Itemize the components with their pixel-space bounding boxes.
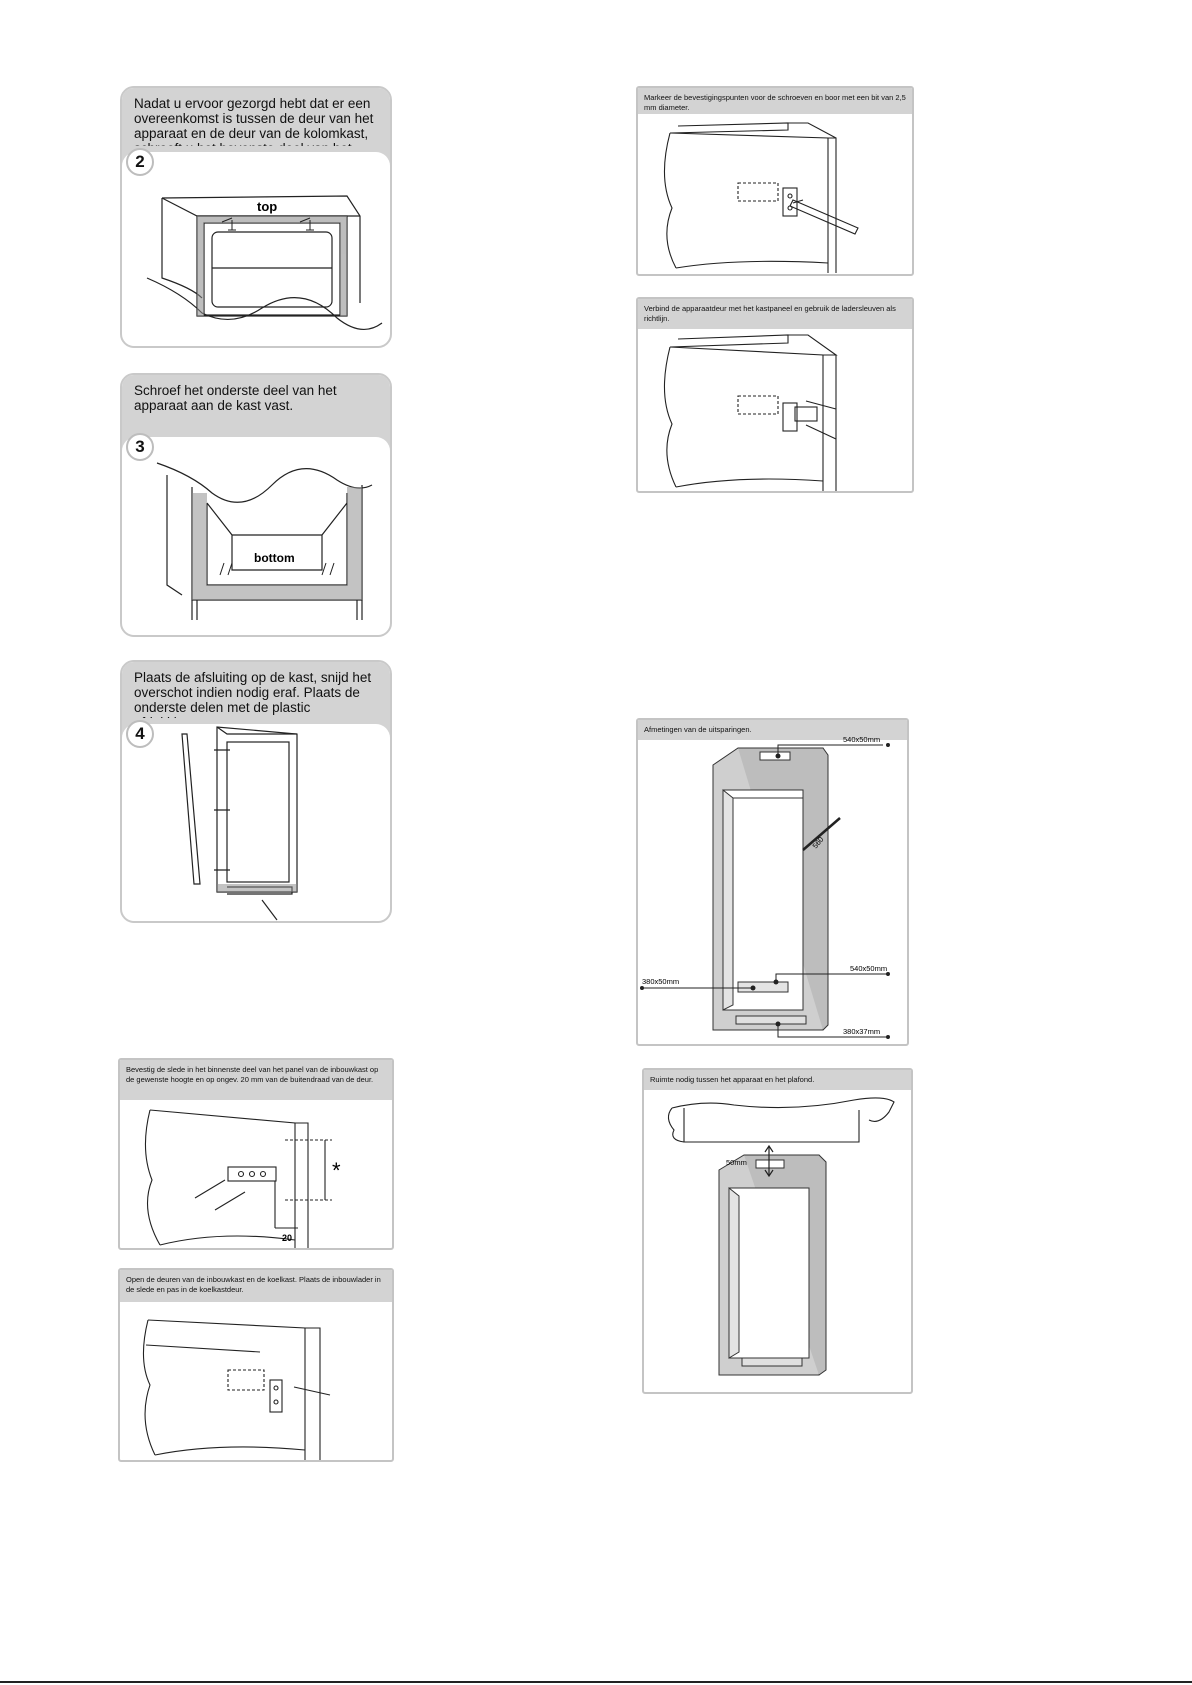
step-4-panel: Plaats de afsluiting op de kast, snijd h…: [120, 660, 392, 923]
mark-illustration: [663, 122, 859, 273]
slide-distance-label: 20: [282, 1233, 292, 1243]
slide-height-star: *: [332, 1158, 341, 1183]
recess-dim-mid: 540x50mm: [850, 964, 887, 973]
open-door-illustration: [142, 1319, 331, 1460]
step-3-panel: Schroef het onderste deel van het appara…: [120, 373, 392, 637]
step-3-caption: Schroef het onderste deel van het appara…: [122, 375, 390, 433]
recess-caption: Afmetingen van de uitsparingen.: [638, 720, 907, 740]
connect-panel: Verbind de apparaatdeur met het kastpane…: [636, 297, 914, 493]
ceiling-gap-label: 50mm: [726, 1158, 747, 1167]
step-2-illustration: top: [146, 195, 383, 330]
ceiling-panel: Ruimte nodig tussen het apparaat en het …: [642, 1068, 913, 1394]
connect-caption: Verbind de apparaatdeur met het kastpane…: [638, 299, 912, 329]
step-2-panel: Nadat u ervoor gezorgd hebt dat er een o…: [120, 86, 392, 348]
recess-panel: Afmetingen van de uitsparingen. 540x50mm: [636, 718, 909, 1046]
slide-panel: Bevestig de slede in het binnenste deel …: [118, 1058, 394, 1250]
mark-panel: Markeer de bevestigingspunten voor de sc…: [636, 86, 914, 276]
recess-illustration: 540x50mm 560 540x50mm 380x50mm 380x37mm: [640, 735, 890, 1039]
step-3-bottom-label: bottom: [254, 551, 295, 565]
step-4-caption: Plaats de afsluiting op de kast, snijd h…: [122, 662, 390, 730]
mark-caption: Markeer de bevestigingspunten voor de sc…: [638, 88, 912, 114]
step-4-illustration: [181, 726, 298, 921]
step-3-badge: 3: [126, 433, 154, 461]
recess-dim-top: 540x50mm: [843, 735, 880, 744]
recess-dim-bottom: 380x37mm: [843, 1027, 880, 1036]
step-2-badge: 2: [126, 148, 154, 176]
step-2-top-label: top: [257, 199, 277, 214]
recess-dim-left: 380x50mm: [642, 977, 679, 986]
ceiling-caption: Ruimte nodig tussen het apparaat en het …: [644, 1070, 911, 1090]
open-door-panel: Open de deuren van de inbouwkast en de k…: [118, 1268, 394, 1462]
slide-caption: Bevestig de slede in het binnenste deel …: [120, 1060, 392, 1100]
connect-illustration: [663, 334, 838, 491]
ceiling-illustration: 50mm: [667, 1097, 895, 1376]
slide-illustration: * 20: [144, 1109, 341, 1248]
page-footer-rule: [0, 1681, 1192, 1683]
step-3-illustration: bottom: [156, 462, 373, 620]
step-4-badge: 4: [126, 720, 154, 748]
open-door-caption: Open de deuren van de inbouwkast en de k…: [120, 1270, 392, 1302]
